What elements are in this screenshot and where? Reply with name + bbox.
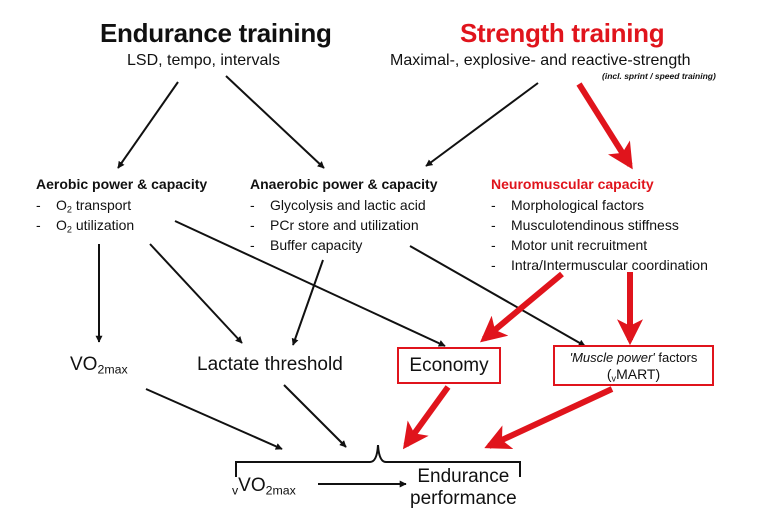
arrow-aerobic-to-economy [174, 220, 446, 347]
vo2max-label: VO2max [70, 354, 128, 377]
vvo2max-label: vVO2max [232, 475, 296, 498]
strength-training-subtitle: Maximal-, explosive- and reactive-streng… [390, 52, 691, 69]
anaerobic-item-2: -PCr store and utilization [250, 217, 419, 233]
arrow-vo2max-to-bracket [145, 388, 283, 450]
lactate-threshold-label: Lactate threshold [197, 354, 343, 375]
endurance-training-title: Endurance training [100, 18, 332, 48]
neuromuscular-item-4: -Intra/Intermuscular coordination [491, 257, 708, 273]
endurance-training-subtitle: LSD, tempo, intervals [127, 52, 280, 69]
strength-training-title: Strength training [460, 18, 665, 48]
arrow-economy-to-bracket [402, 385, 451, 450]
muscle-power-box: 'Muscle power' factors (vMART) [553, 345, 714, 386]
neuromuscular-item-2: -Musculotendinous stiffness [491, 217, 679, 233]
arrow-strength-to-anaerobic [425, 82, 539, 167]
anaerobic-title: Anaerobic power & capacity [250, 176, 438, 192]
endurance-performance-label: Endurance performance [410, 466, 517, 509]
arrow-strength-to-neuromuscular [576, 82, 633, 170]
neuromuscular-title: Neuromuscular capacity [491, 176, 654, 192]
economy-label: Economy [409, 355, 489, 376]
arrow-neuromuscular-to-economy [480, 271, 564, 343]
arrow-anaerobic-to-musclepower [409, 245, 586, 347]
arrow-musclepower-to-bracket [484, 386, 614, 450]
arrow-aerobic-to-lactate [149, 243, 243, 344]
arrow-endurance-to-anaerobic [225, 75, 325, 169]
strength-training-note: (incl. sprint / speed training) [602, 71, 716, 81]
aerobic-item-2: -O2 utilization [36, 217, 135, 235]
anaerobic-item-1: -Glycolysis and lactic acid [250, 197, 426, 213]
aerobic-title: Aerobic power & capacity [36, 176, 208, 192]
performance-bracket [235, 444, 521, 477]
anaerobic-item-3: -Buffer capacity [250, 237, 363, 253]
neuromuscular-item-1: -Morphological factors [491, 197, 645, 213]
neuromuscular-item-3: -Motor unit recruitment [491, 237, 648, 253]
arrow-lactate-to-bracket [283, 384, 347, 448]
arrow-anaerobic-to-lactate [291, 259, 324, 346]
arrow-endurance-to-aerobic [117, 81, 179, 169]
economy-box: Economy [397, 347, 501, 384]
muscle-power-line1: 'Muscle power' factors [569, 350, 698, 365]
muscle-power-line2: (vMART) [606, 366, 661, 384]
aerobic-item-1: -O2 transport [36, 197, 132, 215]
